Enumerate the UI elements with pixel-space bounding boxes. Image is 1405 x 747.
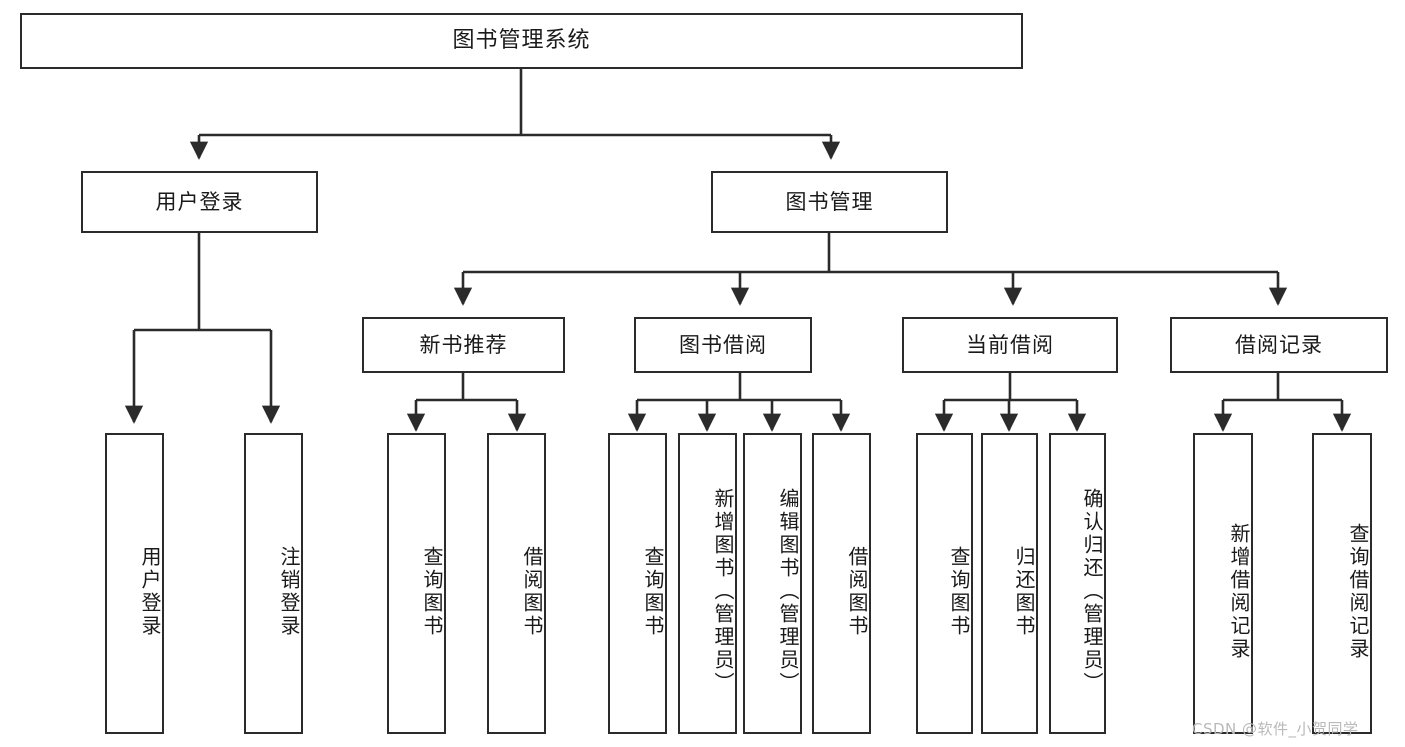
leaf-add-record[interactable]: 新增借阅记录 <box>1193 433 1253 734</box>
leaf-label: 查询图书 <box>947 545 971 638</box>
leaf-label: 注销登录 <box>277 545 301 638</box>
leaf-return-book[interactable]: 归还图书 <box>981 433 1038 734</box>
leaf-logout-login[interactable]: 注销登录 <box>244 433 303 734</box>
node-root[interactable]: 图书管理系统 <box>20 13 1023 69</box>
leaf-label: 用户登录 <box>138 545 162 638</box>
leaf-label: 借阅图书 <box>520 545 544 638</box>
leaf-label: 归还图书 <box>1012 545 1036 638</box>
leaf-label: 新增图书（管理员） <box>711 488 735 695</box>
node-book-borrow[interactable]: 图书借阅 <box>634 317 812 373</box>
leaf-label: 借阅图书 <box>845 545 869 638</box>
csdn-watermark: CSDN @软件_小贺同学 <box>1192 720 1359 738</box>
leaf-query-book-1[interactable]: 查询图书 <box>387 433 446 734</box>
leaf-query-record[interactable]: 查询借阅记录 <box>1312 433 1372 734</box>
leaf-edit-book[interactable]: 编辑图书（管理员） <box>743 433 802 734</box>
leaf-borrow-book-1[interactable]: 借阅图书 <box>487 433 546 734</box>
leaf-user-login[interactable]: 用户登录 <box>105 433 164 734</box>
leaf-label: 确认归还（管理员） <box>1080 488 1104 695</box>
node-new-book-recommend[interactable]: 新书推荐 <box>362 317 565 373</box>
node-current-borrow[interactable]: 当前借阅 <box>902 317 1118 373</box>
leaf-confirm-return[interactable]: 确认归还（管理员） <box>1049 433 1106 734</box>
node-borrow-record[interactable]: 借阅记录 <box>1170 317 1388 373</box>
leaf-query-book-2[interactable]: 查询图书 <box>608 433 667 734</box>
node-user-login[interactable]: 用户登录 <box>81 171 318 233</box>
leaf-label: 新增借阅记录 <box>1227 522 1251 661</box>
leaf-add-book[interactable]: 新增图书（管理员） <box>678 433 737 734</box>
leaf-query-book-3[interactable]: 查询图书 <box>916 433 973 734</box>
leaf-label: 查询图书 <box>641 545 665 638</box>
leaf-label: 查询借阅记录 <box>1346 522 1370 661</box>
leaf-label: 编辑图书（管理员） <box>776 488 800 695</box>
leaf-borrow-book-2[interactable]: 借阅图书 <box>812 433 871 734</box>
node-book-manage[interactable]: 图书管理 <box>711 171 948 233</box>
leaf-label: 查询图书 <box>420 545 444 638</box>
